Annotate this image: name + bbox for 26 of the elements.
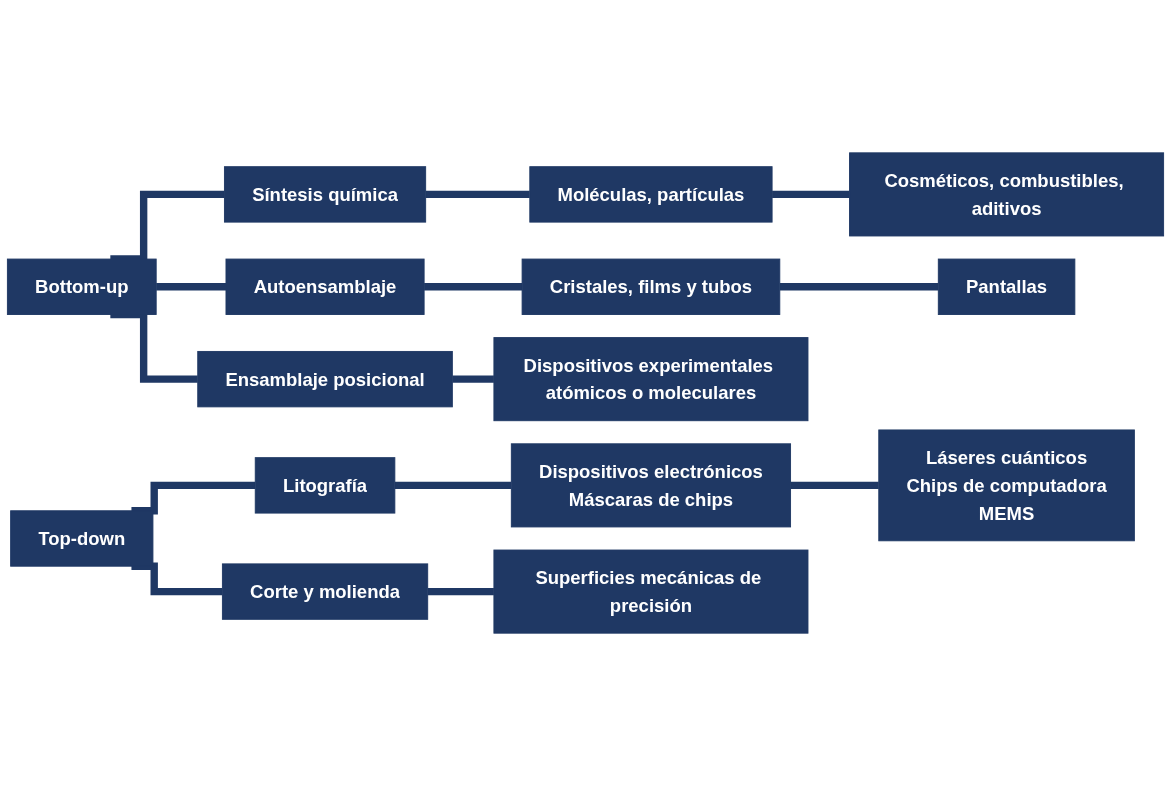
node-box: Dispositivos experimentales atómicos o moleculares	[493, 337, 809, 422]
connector	[779, 283, 939, 291]
connector	[772, 190, 850, 199]
node-box: Top-down	[10, 510, 154, 567]
connector	[424, 283, 523, 291]
connector	[131, 562, 223, 596]
node-box: Dispositivos electrónicos Máscaras de chips	[510, 443, 792, 528]
node-box: Ensamblaje posicional	[197, 350, 453, 408]
node-box: Pantallas	[937, 258, 1076, 315]
node-box: Bottom-up	[6, 258, 157, 315]
node-box: Síntesis química	[223, 166, 427, 223]
connector	[425, 190, 530, 199]
connector	[131, 481, 256, 515]
connector	[156, 283, 226, 291]
node-box: Autoensamblaje	[225, 258, 425, 315]
node-box: Moléculas, partículas	[529, 166, 773, 223]
node-box: Láseres cuánticos Chips de computadora MEMS	[878, 429, 1135, 542]
connector	[394, 481, 512, 490]
connector	[427, 587, 494, 596]
connector	[790, 481, 879, 490]
node-box: Litografía	[254, 457, 396, 514]
connector	[452, 375, 494, 383]
node-box: Corte y molienda	[221, 563, 429, 620]
node-box: Cosméticos, combustibles, aditivos	[849, 152, 1165, 237]
node-box: Superficies mecánicas de precisión	[493, 549, 809, 634]
node-box: Cristales, films y tubos	[521, 258, 781, 315]
